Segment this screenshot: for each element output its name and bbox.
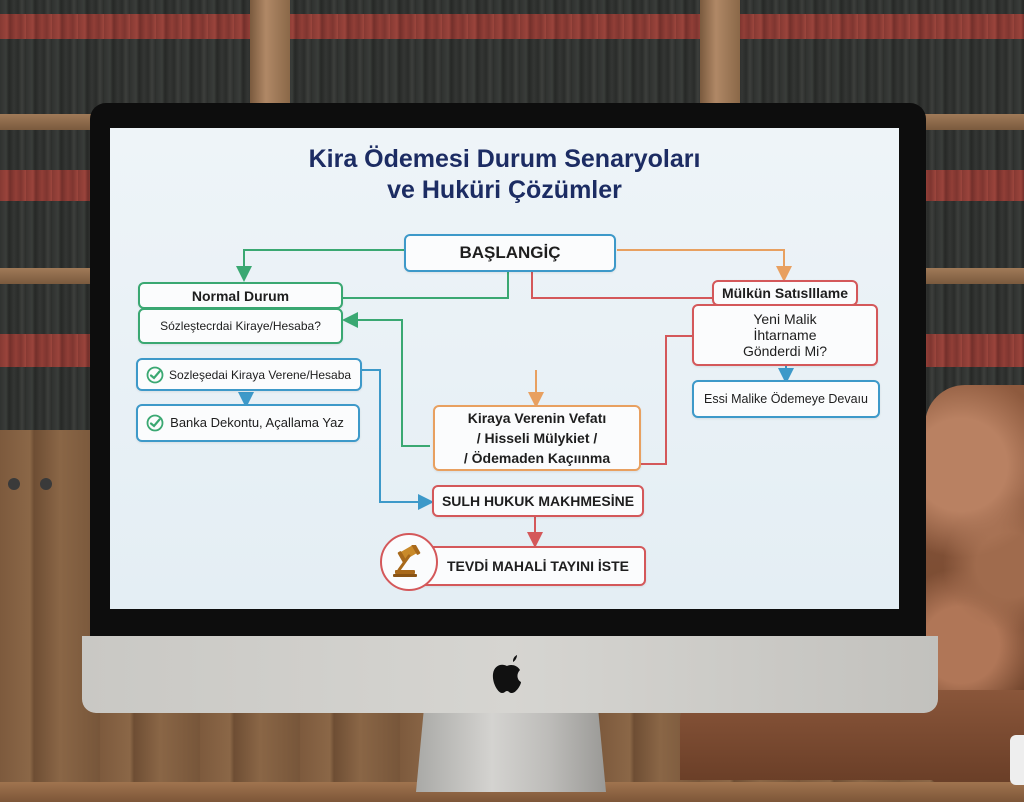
problem-line2: / Hisseli Mülykiet / [476, 430, 598, 446]
check-circle-icon [146, 414, 164, 432]
monitor-stand [416, 712, 606, 792]
monitor-screen: Kira Ödemesi Durum Senaryoları ve Huküri… [110, 128, 899, 609]
node-property-sale-label: Mülkün Satıslllame [721, 285, 849, 301]
title-line-2: ve Huküri Çözümler [387, 176, 622, 204]
node-pay-old-owner-label: Essi Malike Ödemeye Devaıu [704, 392, 868, 406]
gavel-badge [380, 533, 438, 591]
new-owner-q-line1: Yeni Malik [753, 311, 817, 327]
check-circle-icon [146, 366, 164, 383]
flow-connectors [236, 249, 794, 548]
node-normal-question-label: Sózleştecrdai Kiraye/Hesaba? [160, 319, 321, 333]
node-new-owner-question[interactable]: Yeni Malik İhtarname Gönderdi Mi? [692, 304, 878, 366]
node-deposit-request[interactable]: TEVDİ MAHALİ TAYINI İSTE [406, 546, 646, 586]
problem-line1: Kiraya Verenin Vefatı [467, 410, 607, 426]
new-owner-q-line2: İhtarname [753, 327, 817, 343]
node-bank-receipt-label: Banka Dekontu, Açallama Yaz [170, 415, 344, 430]
diagram-title: Kira Ödemesi Durum Senaryoları ve Huküri… [110, 144, 899, 206]
node-court[interactable]: SULH HUKUK MAKHMESİNE [432, 485, 644, 517]
node-pay-old-owner[interactable]: Essi Malike Ödemeye Devaıu [692, 380, 880, 418]
node-bank-receipt[interactable]: Banka Dekontu, Açallama Yaz [136, 404, 360, 442]
node-pay-landlord[interactable]: Sozleşedai Kiraya Verene/Hesaba [136, 358, 362, 391]
problem-line3: / Ödemaden Kaçıınma [463, 450, 611, 466]
apple-logo-icon [492, 655, 521, 693]
node-normal-status[interactable]: Normal Durum [138, 282, 343, 309]
node-deposit-label: TEVDİ MAHALİ TAYINI İSTE [446, 558, 629, 574]
title-line-1: Kira Ödemesi Durum Senaryoları [308, 145, 701, 173]
node-property-sale[interactable]: Mülkün Satıslllame [712, 280, 858, 306]
cabinet-knob [40, 478, 52, 490]
node-pay-landlord-label: Sozleşedai Kiraya Verene/Hesaba [168, 367, 352, 382]
coffee-cup [1010, 735, 1024, 785]
node-normal-question[interactable]: Sózleştecrdai Kiraye/Hesaba? [138, 308, 343, 344]
desk-surface [0, 782, 1024, 802]
new-owner-q-line3: Gönderdi Mi? [742, 343, 828, 359]
bookshelf-row [0, 0, 1024, 115]
node-start-label: BAŞLANGİÇ [459, 243, 561, 262]
node-normal-label: Normal Durum [191, 287, 290, 304]
cabinet-knob [8, 478, 20, 490]
node-court-label: SULH HUKUK MAKHMESİNE [441, 493, 635, 509]
node-start[interactable]: BAŞLANGİÇ [404, 234, 616, 272]
node-problem-cases[interactable]: Kiraya Verenin Vefatı / Hisseli Mülykiet… [433, 405, 641, 471]
gavel-icon [393, 545, 421, 577]
